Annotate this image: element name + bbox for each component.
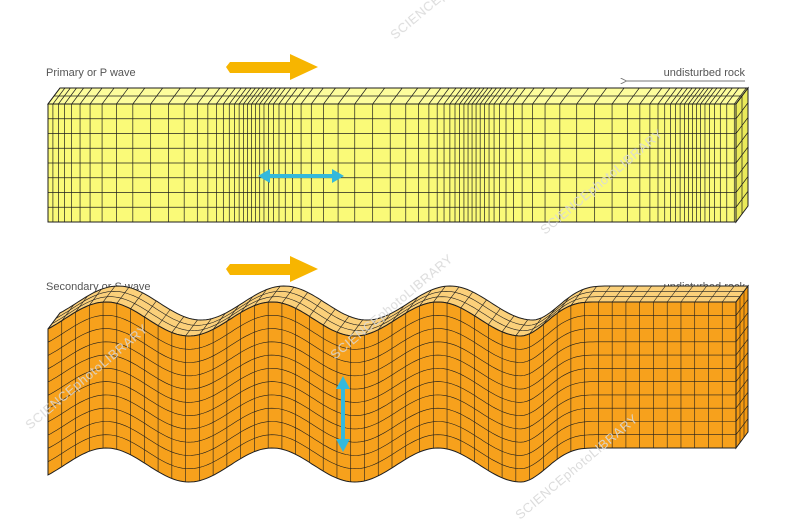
p-wave-undisturbed-label: undisturbed rock	[664, 67, 746, 79]
p-wave-panel: Primary or P wave undisturbed rock	[46, 54, 749, 224]
s-block-side-face	[735, 284, 749, 450]
s-wave-rock-block	[47, 284, 749, 483]
p-wave-label: Primary or P wave	[46, 67, 136, 79]
p-wave-undisturbed-indicator: undisturbed rock	[626, 67, 745, 81]
p-wave-motion-arrow-icon	[258, 169, 344, 183]
s-wave-panel: Secondary or S wave undisturbed rock	[46, 256, 749, 483]
p-block-grid	[47, 87, 749, 222]
p-wave-propagation-arrow-icon	[226, 54, 318, 80]
p-wave-rock-block	[47, 86, 749, 224]
watermark-text: SCIENCEphotoLIBRARY	[387, 0, 516, 42]
s-wave-motion-arrow-icon	[336, 376, 350, 452]
s-wave-propagation-arrow-icon	[226, 256, 318, 282]
s-block-grid	[47, 285, 749, 482]
